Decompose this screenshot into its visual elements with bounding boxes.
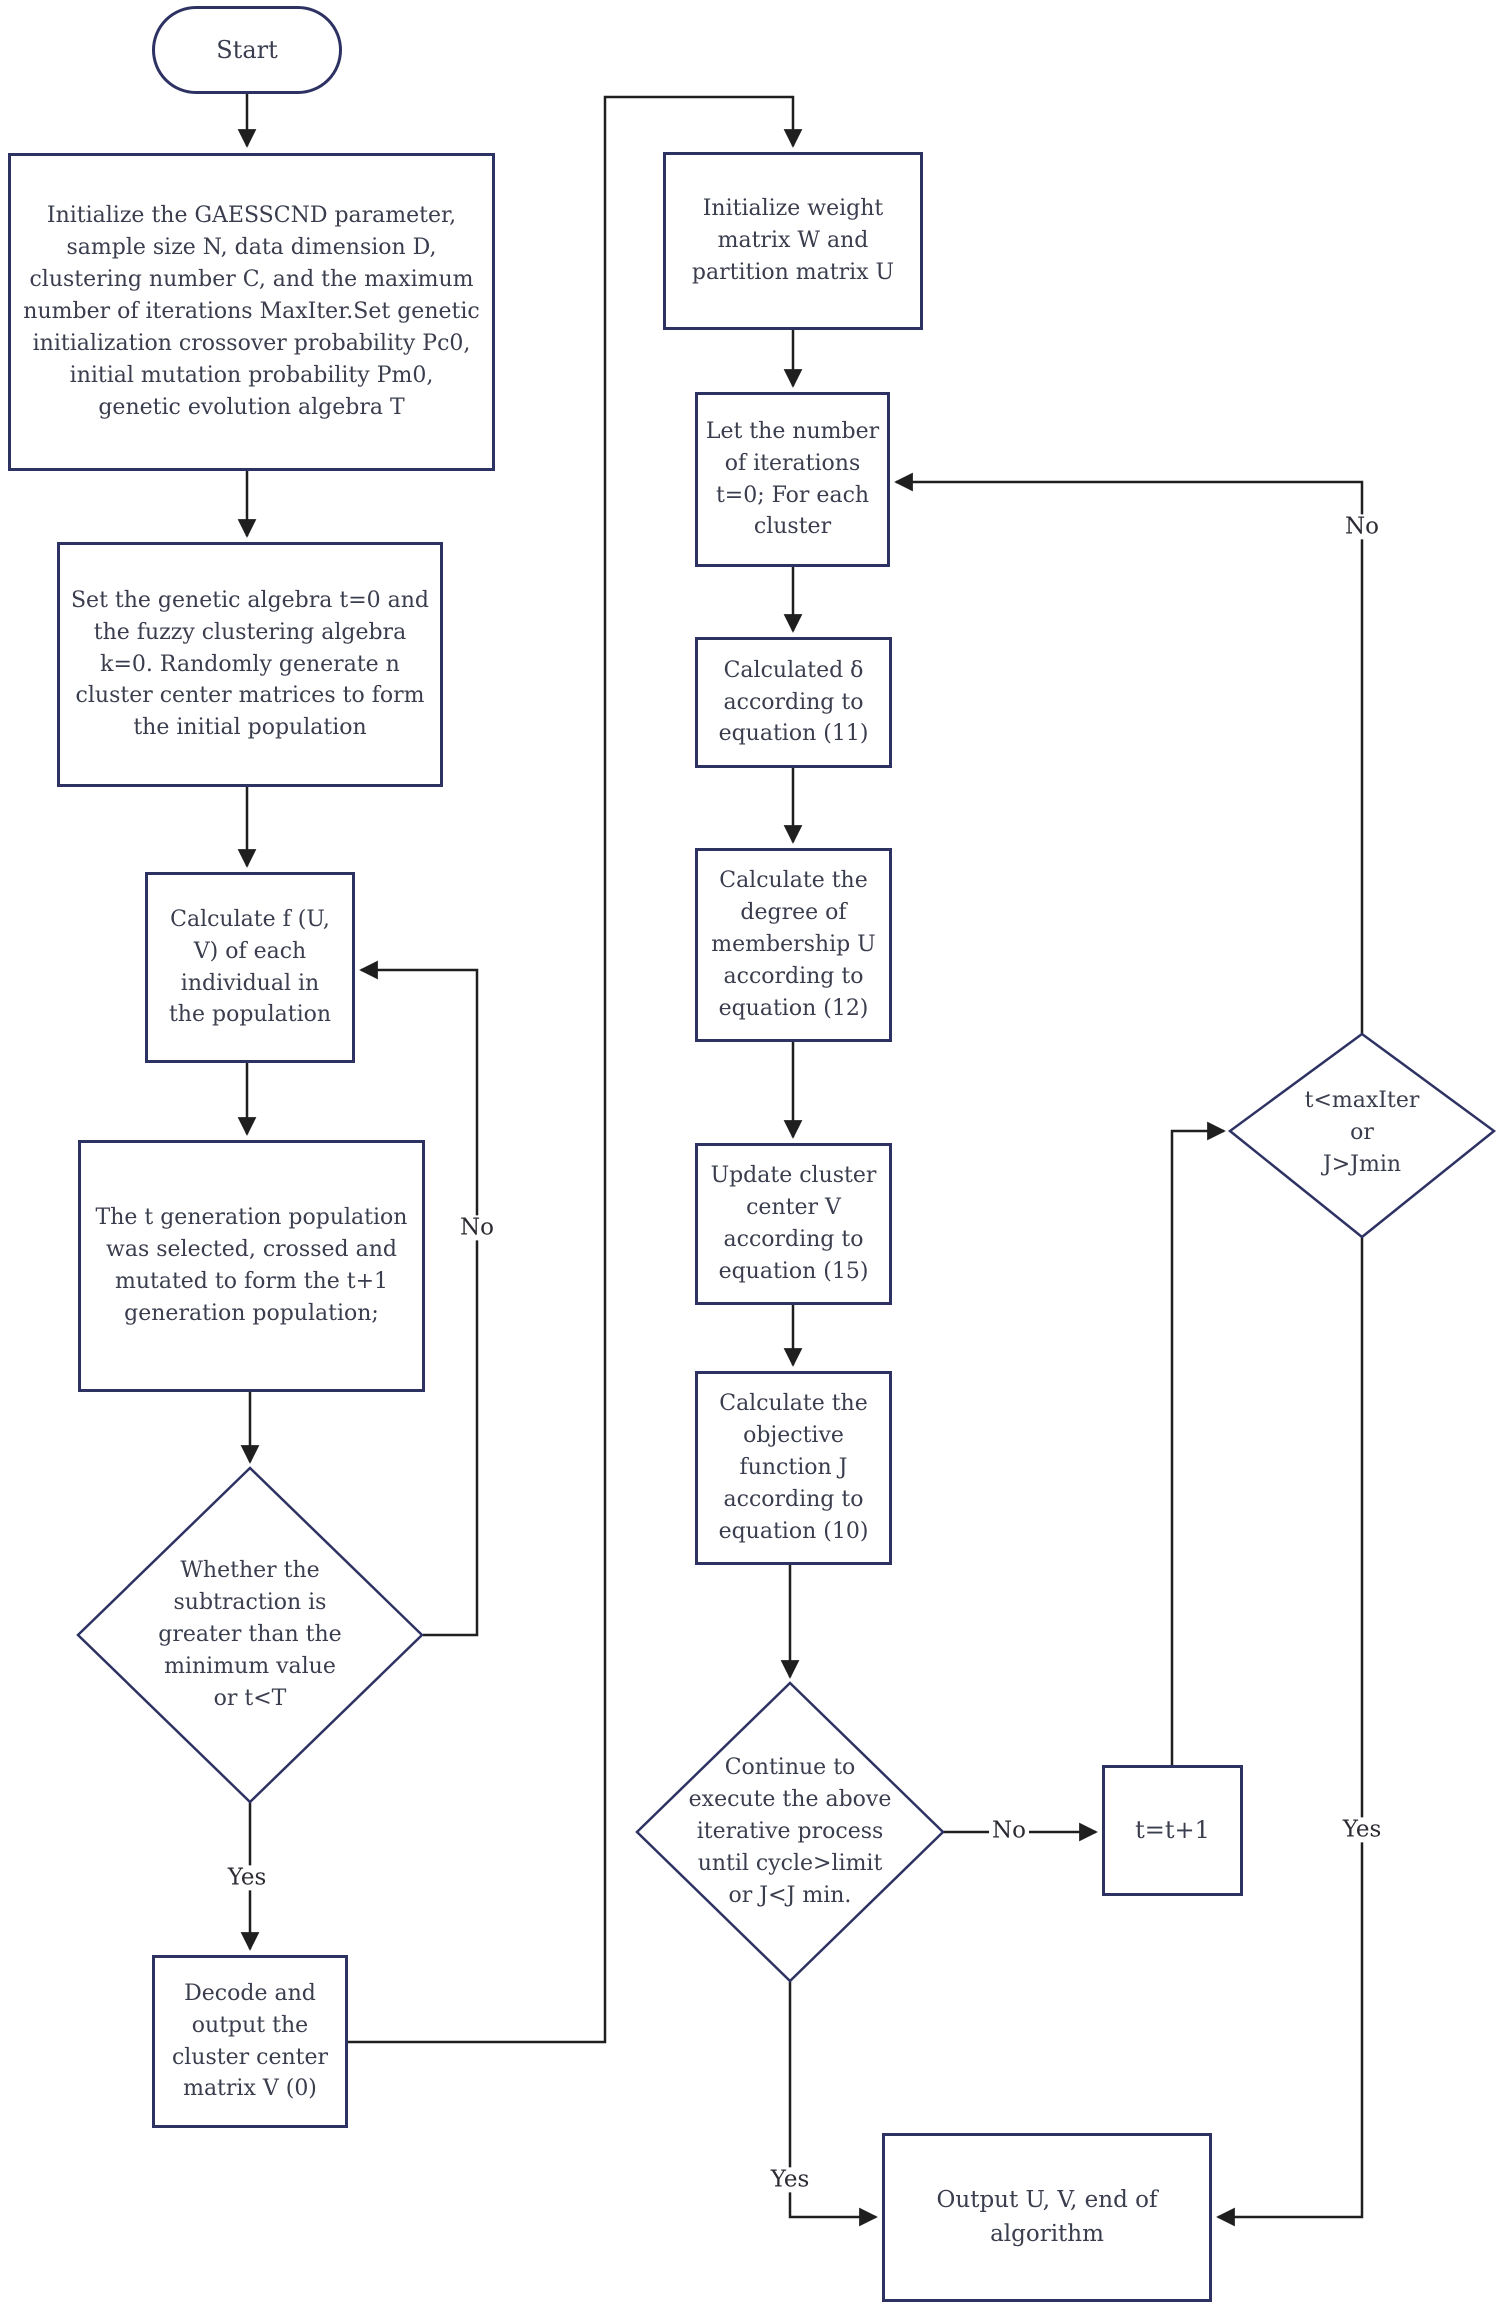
init-parameters-box: Initialize the GAESSCND parameter, sampl… bbox=[8, 153, 495, 471]
increment-box: t=t+1 bbox=[1102, 1765, 1243, 1896]
init-weight-matrix-box: Initialize weight matrix W and partition… bbox=[663, 152, 923, 330]
calc-delta-box: Calculated δ according to equation (11) bbox=[695, 637, 892, 768]
arrow-no-loop-to-fitness bbox=[359, 960, 479, 1637]
iterations-box: Let the number of iterations t=0; For ea… bbox=[695, 392, 890, 567]
arrow-maxiter-no-to-iterations bbox=[894, 472, 1364, 1034]
continue-decision-label: Continue to execute the above iterative … bbox=[688, 1755, 892, 1908]
continue-decision-shape bbox=[635, 1681, 945, 1983]
decode-output-box: Decode and output the cluster center mat… bbox=[152, 1955, 348, 2128]
arrow-decode-to-initweight bbox=[348, 95, 803, 2044]
edge-label-no-to-iterations: No bbox=[1342, 514, 1382, 540]
subtraction-decision-shape bbox=[76, 1466, 424, 1804]
edge-label-no-to-increment: No bbox=[989, 1818, 1029, 1844]
start-terminator: Start bbox=[152, 6, 342, 94]
arrow-increment-to-maxiter bbox=[1170, 1121, 1226, 1765]
generation-population-box: The t generation population was selected… bbox=[78, 1140, 425, 1392]
maxiter-decision-shape bbox=[1227, 1032, 1497, 1239]
edge-label-no-to-fitness: No bbox=[457, 1215, 497, 1241]
output-end-box: Output U, V, end of algorithm bbox=[882, 2133, 1212, 2302]
arrow-maxiter-yes-to-output bbox=[1216, 1237, 1364, 2227]
arrow-continue-yes-to-output bbox=[788, 1981, 878, 2227]
subtraction-decision-label: Whether the subtraction is greater than … bbox=[158, 1558, 342, 1711]
calc-membership-box: Calculate the degree of membership U acc… bbox=[695, 848, 892, 1042]
edge-label-yes-to-decode: Yes bbox=[224, 1865, 270, 1891]
set-genetic-algebra-box: Set the genetic algebra t=0 and the fuzz… bbox=[57, 542, 443, 787]
calculate-fitness-box: Calculate f (U, V) of each individual in… bbox=[145, 872, 355, 1063]
calc-objective-box: Calculate the objective function J accor… bbox=[695, 1371, 892, 1565]
update-cluster-center-box: Update cluster center V according to equ… bbox=[695, 1143, 892, 1305]
edge-label-yes-from-continue: Yes bbox=[767, 2167, 813, 2193]
edge-label-yes-to-output: Yes bbox=[1339, 1817, 1385, 1843]
maxiter-decision-label: t<maxIter or J>Jmin bbox=[1304, 1088, 1420, 1177]
